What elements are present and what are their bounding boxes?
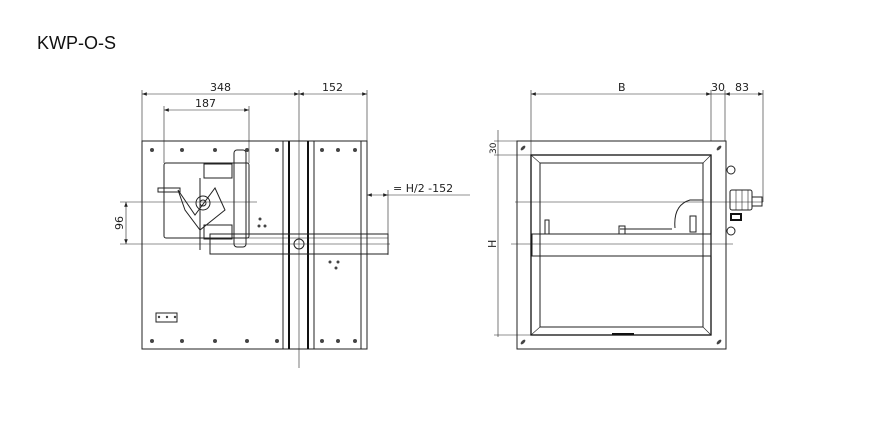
dim-offset-label: = H/2 -152 (393, 182, 453, 195)
dim-h-label: H (486, 240, 499, 248)
dimension-h: 30 H (486, 130, 531, 337)
front-view: B 30 83 30 H (486, 81, 764, 350)
dimension-83: 83 (725, 81, 764, 202)
dimension-b: B (530, 81, 711, 155)
dim-187-label: 187 (195, 97, 216, 110)
dim-30-label: 30 (711, 81, 725, 94)
dim-348-label: 348 (210, 81, 231, 94)
dim-96-label: 96 (113, 216, 126, 230)
actuator-icon (726, 165, 763, 236)
drawing-title: KWP-O-S (37, 33, 116, 53)
dim-b-label: B (618, 81, 626, 94)
side-view: 348 152 187 96 = H/2 -152 (113, 81, 470, 368)
dimension-152: 152 (299, 81, 368, 141)
dim-30-vertical-label: 30 (489, 142, 499, 154)
dim-152-label: 152 (322, 81, 343, 94)
dimension-30-horizontal: 30 (710, 81, 726, 141)
dimension-96: 96 (113, 202, 128, 244)
dim-83-label: 83 (735, 81, 749, 94)
dimension-187: 187 (163, 97, 250, 163)
dimension-348: 348 (141, 81, 299, 141)
